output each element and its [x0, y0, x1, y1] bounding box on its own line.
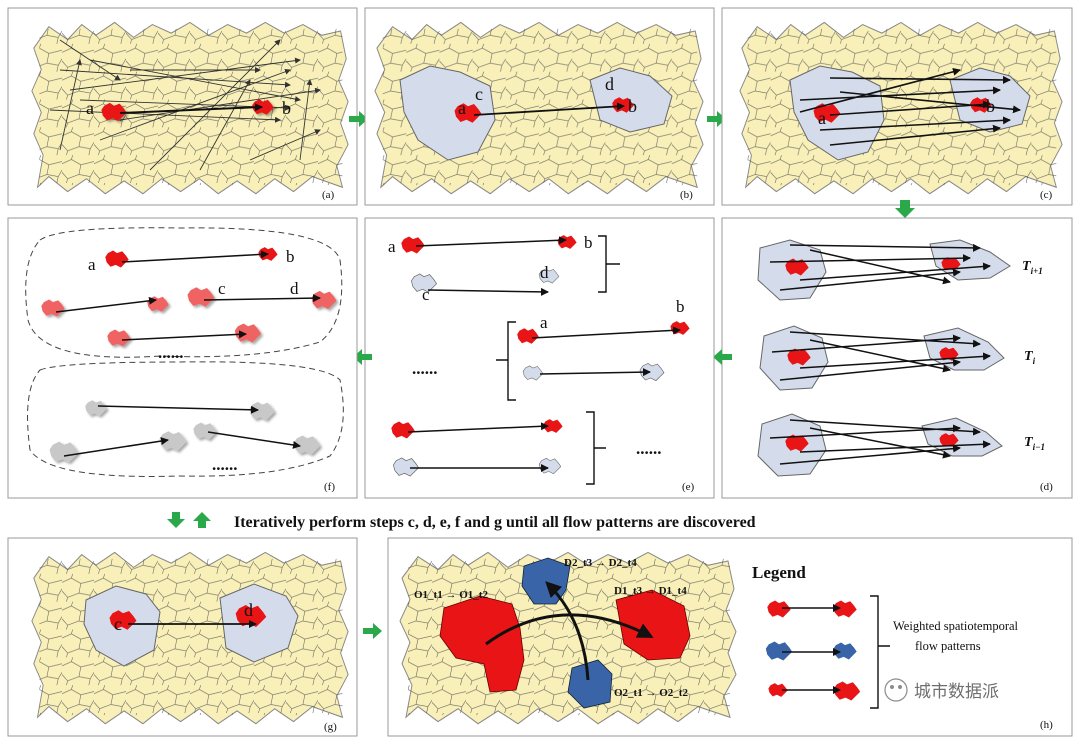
cluster-t-cur [759, 325, 1005, 391]
panel-b: a c d b (b) [364, 7, 715, 206]
label-d1: D1_t3 → D1_t4 [614, 585, 687, 597]
panel-f: a b c d ...... ...... (f) [7, 217, 358, 499]
panel-e: a b c d a b ...... ...... (e) [364, 217, 715, 499]
label-b: b [628, 96, 637, 116]
panel-c: a b (c) [721, 7, 1073, 206]
label-c: c [475, 84, 483, 104]
step-arrow-bc [707, 111, 726, 127]
panel-label-b: (b) [680, 189, 693, 201]
step-arrow-gh [363, 623, 382, 639]
legend-line-2: flow patterns [915, 639, 981, 653]
cluster-t-next [757, 239, 1011, 301]
label-d: d [605, 74, 614, 94]
label-o2: O2_t1 → O2_t2 [614, 687, 688, 699]
panel-a: a b (a) [7, 7, 358, 206]
panel-h: O1_t1 → O1_t2 D2_t3 → D2_t4 D1_t3 → D1_t… [387, 537, 1073, 737]
legend-title: Legend [752, 563, 806, 582]
label-d: d [244, 600, 253, 620]
bracket-bottom [586, 411, 606, 485]
label-a: a [818, 108, 826, 128]
label-b: b [286, 247, 295, 266]
watermark: 城市数据派 [884, 678, 999, 702]
label-d: d [540, 263, 549, 282]
step-arrow-ab [349, 111, 368, 127]
flow-arrow-o2-d2 [545, 581, 590, 681]
label-b: b [282, 98, 291, 118]
step-arrow-de [713, 349, 732, 365]
flow-arrow-o1-d1 [485, 613, 654, 646]
banner-arrow-down [167, 512, 185, 528]
label-c: c [114, 614, 122, 634]
panel-label-f: (f) [324, 481, 335, 493]
step-arrow-ef [353, 349, 372, 365]
panel-d: Ti+1 Ti Ti−1 (d) [721, 217, 1073, 499]
legend-bracket [870, 595, 890, 709]
bracket-mid [496, 321, 516, 401]
watermark-text: 城市数据派 [914, 682, 999, 702]
label-c: c [422, 285, 430, 304]
time-label-prev: Ti−1 [1024, 435, 1045, 452]
group-top-boundary [25, 227, 343, 358]
label-o1: O1_t1 → O1_t2 [414, 589, 488, 601]
label-b: b [676, 297, 685, 316]
ellipsis-left: ...... [412, 359, 438, 378]
step-arrow-cd [895, 200, 915, 218]
label-a: a [388, 237, 396, 256]
label-b: b [584, 233, 593, 252]
panel-label-c: (c) [1040, 189, 1053, 201]
label-b: b [986, 96, 995, 116]
label-a: a [540, 313, 548, 332]
label-d: d [290, 279, 299, 298]
panel-label-d: (d) [1040, 481, 1053, 493]
label-d2: D2_t3 → D2_t4 [564, 557, 637, 569]
label-c: c [218, 279, 226, 298]
label-a: a [86, 98, 94, 118]
cluster-t-prev [757, 413, 1003, 477]
panel-g: c d (g) [7, 537, 358, 737]
legend-line-1: Weighted spatiotemporal [893, 619, 1019, 633]
panel-label-e: (e) [682, 481, 695, 493]
origin-region-o2 [567, 659, 613, 709]
ellipsis-bottom: ...... [212, 455, 238, 474]
panel-label-g: (g) [324, 721, 337, 733]
banner-arrow-up [193, 512, 211, 528]
bracket-top [598, 235, 620, 293]
label-a: a [458, 98, 466, 118]
origin-region-o1 [439, 595, 525, 693]
group-bottom-boundary [27, 361, 344, 477]
panel-label-h: (h) [1040, 719, 1053, 731]
random-flow-arrows [49, 39, 321, 171]
time-label-next: Ti+1 [1022, 259, 1043, 276]
ellipsis-right: ...... [636, 439, 662, 458]
label-a: a [88, 255, 96, 274]
ellipsis-top: ...... [158, 343, 184, 362]
panel-label-a: (a) [322, 189, 335, 201]
banner-text: Iteratively perform steps c, d, e, f and… [234, 514, 756, 531]
time-label-cur: Ti [1024, 349, 1036, 366]
